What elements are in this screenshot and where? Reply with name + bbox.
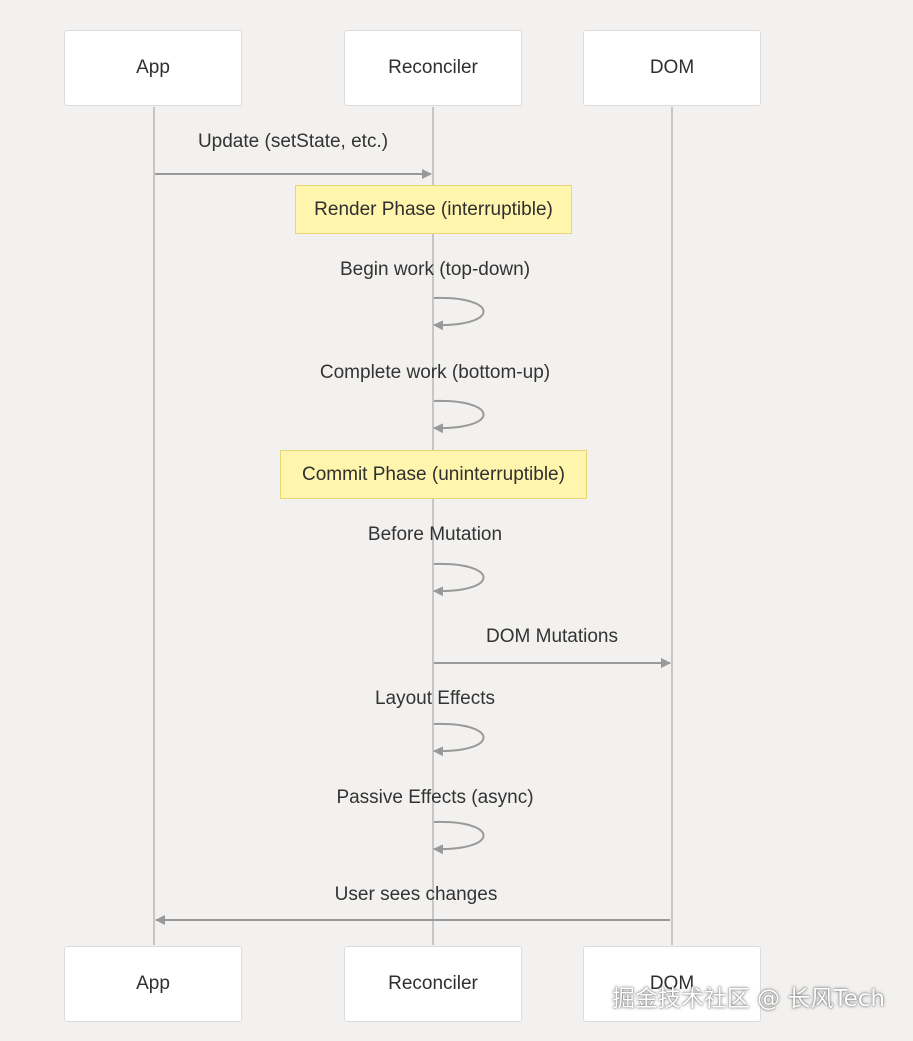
participant-label: Reconciler bbox=[388, 57, 478, 78]
app-lifeline bbox=[153, 107, 155, 945]
participant-reconciler-bottom: Reconciler bbox=[344, 946, 522, 1022]
render-phase-note: Render Phase (interruptible) bbox=[295, 185, 572, 234]
watermark: 掘金技术社区 @ 长风Tech bbox=[611, 986, 885, 1012]
complete-work-label: Complete work (bottom-up) bbox=[319, 362, 551, 383]
dom-mutations-label: DOM Mutations bbox=[486, 626, 618, 647]
update-label: Update (setState, etc.) bbox=[197, 131, 389, 152]
participant-label: DOM bbox=[649, 57, 695, 78]
begin-work-loop bbox=[433, 296, 485, 331]
participant-dom-bottom: DOM bbox=[583, 946, 761, 1022]
complete-work-loop bbox=[433, 399, 485, 434]
layout-effects-loop bbox=[433, 722, 485, 757]
participant-app-top: App bbox=[64, 30, 242, 106]
user-sees-changes-label: User sees changes bbox=[334, 884, 498, 905]
dom-lifeline bbox=[671, 107, 673, 945]
begin-work-label: Begin work (top-down) bbox=[339, 259, 531, 280]
participant-label: App bbox=[136, 973, 170, 994]
participant-app-bottom: App bbox=[64, 946, 242, 1022]
participant-reconciler-top: Reconciler bbox=[344, 30, 522, 106]
commit-phase-note: Commit Phase (uninterruptible) bbox=[280, 450, 587, 499]
participant-label: DOM bbox=[649, 973, 695, 994]
passive-effects-label: Passive Effects (async) bbox=[336, 787, 534, 808]
before-mutation-loop bbox=[433, 562, 485, 597]
participant-label: App bbox=[136, 57, 170, 78]
before-mutation-label: Before Mutation bbox=[367, 524, 503, 545]
passive-effects-loop bbox=[433, 820, 485, 855]
note-label: Render Phase (interruptible) bbox=[314, 198, 553, 220]
layout-effects-label: Layout Effects bbox=[374, 688, 496, 709]
note-label: Commit Phase (uninterruptible) bbox=[302, 463, 565, 485]
participant-dom-top: DOM bbox=[583, 30, 761, 106]
reconciler-lifeline bbox=[432, 107, 434, 945]
participant-label: Reconciler bbox=[388, 973, 478, 994]
